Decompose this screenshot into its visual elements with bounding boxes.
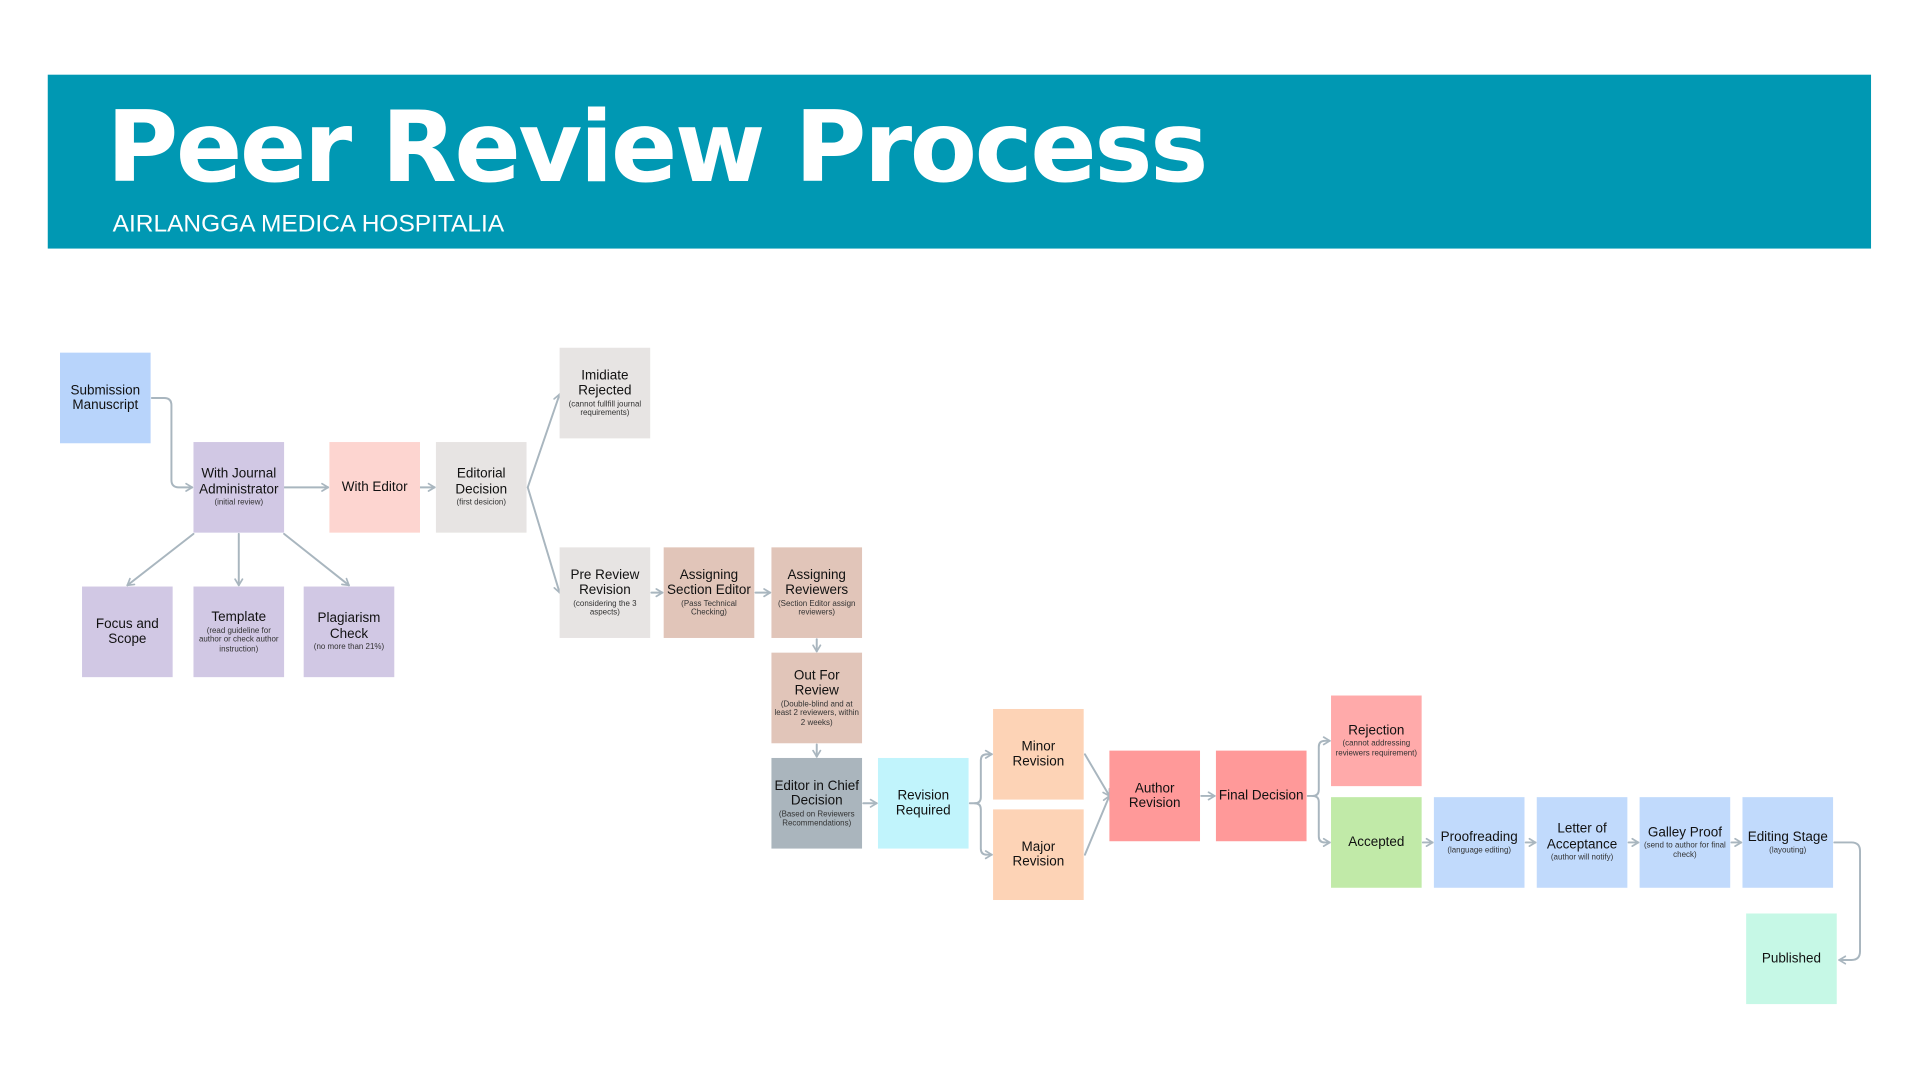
node-journal-administrator: With Journal Administrator(initial revie… (193, 442, 285, 533)
node-rejection: Rejection(cannot addressing reviewers re… (1331, 695, 1422, 787)
node-minor-revision: Minor Revision (993, 708, 1084, 800)
node-accepted: Accepted (1331, 797, 1422, 888)
connector (1311, 794, 1331, 847)
node-author-revision: Author Revision (1109, 750, 1201, 842)
node-title: Editorial Decision (455, 466, 508, 497)
node-subtitle: (initial review) (214, 498, 264, 508)
node-final-decision: Final Decision (1215, 750, 1307, 842)
node-title: Author Revision (1128, 780, 1181, 811)
node-title: Major Revision (1012, 839, 1065, 870)
node-title: Revision Required (895, 787, 951, 818)
node-title: Editor in Chief Decision (774, 778, 860, 809)
node-subtitle: (language editing) (1447, 846, 1512, 855)
connector (150, 396, 194, 492)
node-editorial-decision: Editorial Decision(first desicion) (435, 442, 527, 533)
connector (126, 532, 195, 587)
connector (283, 532, 350, 587)
node-title: Published (1761, 951, 1822, 966)
node-subtitle: (cannot addressing reviewers requirement… (1335, 739, 1418, 758)
node-title: Accepted (1348, 834, 1405, 850)
node-subtitle: (first desicion) (456, 498, 507, 508)
node-subtitle: (send to author for final check) (1643, 841, 1726, 860)
node-assigning-section-editor: Assigning Section Editor(Pass Technical … (663, 547, 755, 638)
page-subtitle: AIRLANGGA MEDICA HOSPITALIA (112, 210, 505, 238)
connector (1833, 841, 1861, 965)
connector (1083, 753, 1111, 797)
node-assigning-reviewers: Assigning Reviewers(Section Editor assig… (771, 547, 863, 638)
node-template: Template(read guideline for author or ch… (193, 586, 285, 678)
connector (973, 802, 993, 860)
node-title: Galley Proof (1647, 825, 1722, 840)
node-major-revision: Major Revision (993, 809, 1084, 901)
node-title: Submission Manuscript (70, 382, 141, 413)
page-title: Peer Review Process (106, 90, 1209, 205)
node-title: Rejection (1348, 723, 1405, 739)
node-subtitle: (Double-blind and at least 2 reviewers, … (774, 700, 859, 728)
node-title: Template (211, 609, 267, 625)
node-subtitle: (layouting) (1769, 846, 1807, 855)
node-title: Assigning Section Editor (667, 567, 751, 598)
node-title: Letter of Acceptance (1546, 821, 1618, 852)
header-banner: Peer Review Process AIRLANGGA MEDICA HOS… (47, 74, 1872, 249)
node-pre-review-revision: Pre Review Revision(considering the 3 as… (559, 547, 651, 638)
node-letter-of-acceptance: Letter of Acceptance(author will notify) (1536, 797, 1628, 888)
node-plagiarism-check: Plagiarism Check(no more than 21%) (303, 586, 395, 678)
node-subtitle: (no more than 21%) (313, 643, 385, 652)
node-focus-scope: Focus and Scope (82, 586, 173, 678)
node-subtitle: (author will notify) (1550, 853, 1614, 863)
connector (968, 749, 993, 805)
node-title: Imidiate Rejected (578, 367, 632, 398)
node-title: Pre Review Revision (570, 567, 640, 598)
node-title: Final Decision (1218, 788, 1304, 803)
node-with-editor: With Editor (329, 442, 421, 533)
node-submission-manuscript: Submission Manuscript (60, 352, 151, 444)
node-editor-in-chief-decision: Editor in Chief Decision(Based on Review… (771, 757, 863, 849)
connector (1083, 794, 1112, 856)
node-title: Proofreading (1440, 829, 1518, 845)
node-subtitle: (Section Editor assign reviewers) (778, 599, 856, 618)
node-revision-required: Revision Required (877, 757, 969, 849)
node-subtitle: (read guideline for author or check auth… (198, 626, 279, 654)
node-title: Plagiarism Check (317, 611, 381, 642)
node-published: Published (1746, 913, 1837, 1005)
node-subtitle: (cannot fullfill journal requirements) (568, 399, 642, 418)
node-immediate-rejected: Imidiate Rejected(cannot fullfill journa… (559, 347, 651, 439)
node-title: Focus and Scope (95, 616, 159, 647)
node-galley-proof: Galley Proof(send to author for final ch… (1639, 797, 1731, 888)
node-title: With Journal Administrator (199, 466, 279, 497)
connector (526, 393, 562, 489)
node-title: With Editor (341, 479, 408, 495)
connector (526, 486, 563, 594)
node-out-for-review: Out For Review(Double-blind and at least… (771, 652, 863, 744)
node-proofreading: Proofreading(language editing) (1433, 797, 1525, 888)
node-editing-stage: Editing Stage(layouting) (1742, 797, 1834, 888)
node-title: Editing Stage (1747, 829, 1828, 845)
node-subtitle: (Based on Reviewers Recommendations) (778, 810, 855, 828)
node-subtitle: (considering the 3 aspects) (573, 599, 637, 618)
connector (1306, 736, 1331, 797)
node-subtitle: (Pass Technical Checking) (681, 599, 737, 618)
node-title: Minor Revision (1012, 738, 1065, 769)
node-title: Out For Review (793, 668, 840, 699)
node-title: Assigning Reviewers (785, 567, 849, 598)
